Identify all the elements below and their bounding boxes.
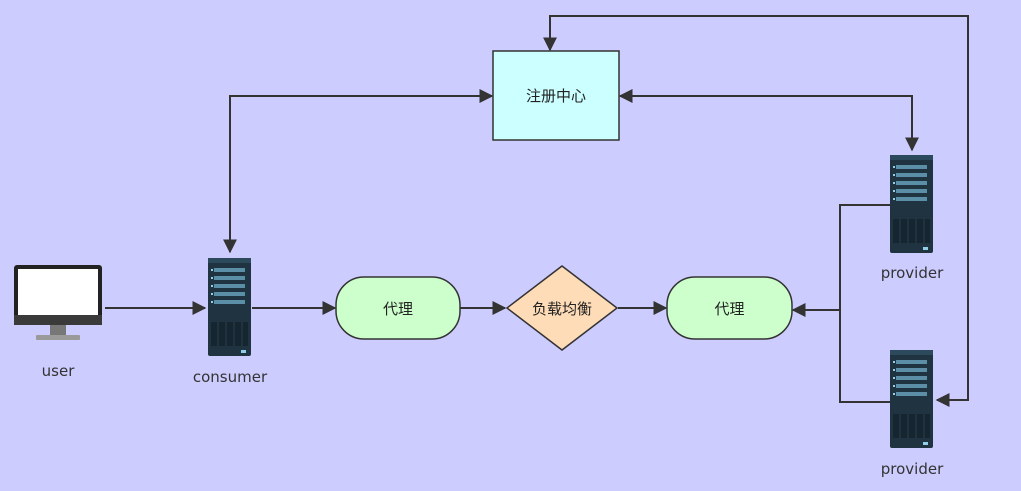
load-balancer-diamond [505, 265, 619, 351]
provider-bottom-label: provider [880, 460, 944, 478]
monitor-icon [14, 265, 102, 340]
edge-registry-provider-top [618, 89, 919, 152]
edge-registry-provider-bottom [543, 15, 969, 407]
load-balancer-label: 负载均衡 [531, 299, 592, 318]
edge-consumer-registry [223, 89, 494, 254]
user-label: user [41, 362, 75, 380]
provider-top-server-icon [890, 155, 933, 253]
proxy-right-box [666, 276, 793, 340]
provider-bottom-server-icon [890, 350, 933, 448]
edge-providers-proxy [839, 204, 890, 403]
proxy-left-label: 代理 [382, 299, 413, 318]
proxy-left-box [335, 276, 461, 340]
registry-label: 注册中心 [525, 87, 586, 105]
consumer-server-icon [208, 258, 251, 356]
registry-box [492, 50, 620, 141]
consumer-label: consumer [192, 368, 268, 386]
provider-top-label: provider [880, 264, 944, 282]
proxy-right-label: 代理 [714, 299, 745, 318]
